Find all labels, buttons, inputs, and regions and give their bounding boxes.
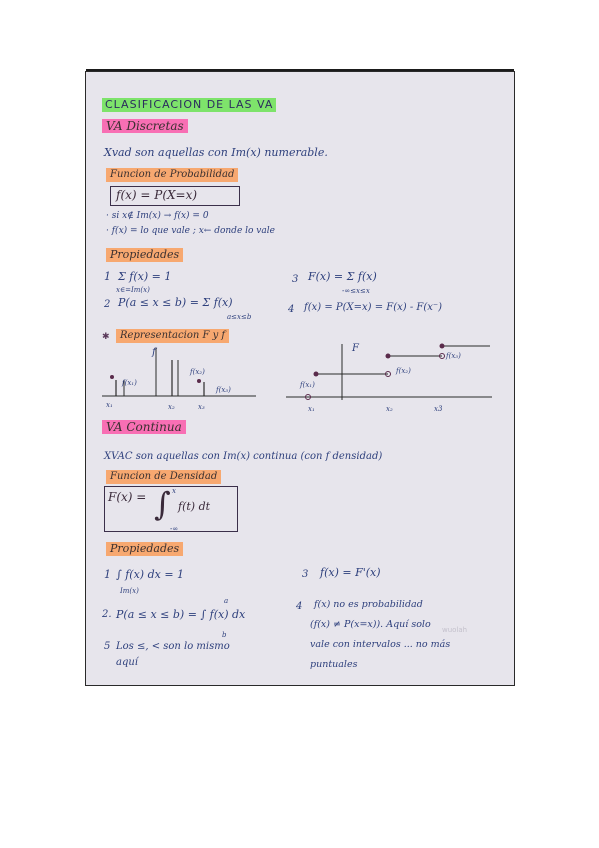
prop-c4-line4: puntuales (310, 659, 358, 670)
formula-probabilidad: f(x) = P(X=x) (116, 188, 198, 202)
formula-densidad-body: f(t) dt (178, 500, 211, 513)
discretas-note-2: · f(x) = lo que vale ; x← donde lo vale (106, 226, 275, 236)
prop-c3: f(x) = F'(x) (320, 566, 381, 579)
prop-c2-upper: a (224, 597, 229, 605)
funcion-densidad-heading: Funcion de Densidad (106, 470, 222, 484)
prop-c1: ∫ f(x) dx = 1 (116, 568, 185, 581)
prop-c2-lower: b (222, 631, 227, 639)
propiedades-heading-discretas: Propiedades (106, 248, 184, 262)
formula-densidad-lhs: F(x) = (108, 490, 147, 504)
prop-d2-number: 2 (104, 299, 111, 310)
graph-f-fx1: f(x₁) (122, 379, 137, 387)
prop-d1-number: 1 (104, 270, 111, 283)
formula-densidad-upper: x (172, 487, 176, 495)
prop-d3-sub: -∞≤x≤x (342, 287, 370, 295)
section-heading-continua: VA Continua (102, 420, 186, 434)
prop-d4: f(x) = P(X=x) = F(x) - F(x⁻) (304, 302, 443, 313)
discretas-note-1: · si x∉ Im(x) → f(x) = 0 (106, 211, 209, 221)
prop-c5-line1: Los ≤, < son lo mismo (116, 641, 230, 652)
prop-d1-sub: x∈=Im(x) (116, 286, 150, 294)
watermark: wuolah (442, 626, 468, 634)
graph-f-label: f (152, 347, 156, 358)
prop-c2-number: 2. (102, 609, 112, 620)
prop-c5-number: 5 (104, 641, 111, 652)
prop-c1-sub: Im(x) (120, 587, 139, 595)
prop-d3-number: 3 (292, 274, 299, 285)
graph-f-fx3: f(x₃) (216, 386, 231, 394)
representacion-heading: Representacion F y f (116, 329, 230, 343)
graph-f-x3: x₃ (198, 403, 205, 411)
formula-densidad-lower: -∞ (170, 525, 179, 533)
graph-f-fx2: f(x₂) (190, 368, 205, 376)
formula-box-probabilidad (110, 186, 240, 206)
prop-d2-sub: a≤x≤b (227, 313, 252, 321)
notebook-page: CLASIFICACION DE LAS VA VA Discretas Xva… (86, 72, 514, 685)
prop-d2: P(a ≤ x ≤ b) = Σ f(x) (118, 296, 233, 309)
prop-c4-line3: vale con intervalos ... no más (310, 639, 451, 650)
graph-f-discrete (102, 348, 256, 397)
prop-c4-line2: (f(x) ≠ P(x=x)). Aquí solo (310, 619, 431, 630)
funcion-probabilidad-heading: Funcion de Probabilidad (106, 168, 239, 182)
graph-F-step (286, 343, 492, 400)
graph-F-x1: x₁ (308, 405, 315, 413)
prop-d3: F(x) = Σ f(x) (308, 270, 377, 283)
graph-f-x1: x₁ (106, 401, 113, 409)
prop-c2: P(a ≤ x ≤ b) = ∫ f(x) dx (116, 608, 246, 621)
page-title: CLASIFICACION DE LAS VA (102, 98, 277, 112)
graph-F-label: F (352, 343, 359, 354)
integral-sign-icon: ∫ (154, 485, 171, 523)
bullet-icon: ✱ (102, 332, 110, 342)
prop-c1-number: 1 (104, 568, 111, 581)
propiedades-heading-continua: Propiedades (106, 542, 184, 556)
graph-F-x3: x3 (434, 405, 443, 413)
graph-F-fx3: f(x₃) (446, 352, 461, 360)
formula-box-densidad (104, 486, 238, 532)
prop-d4-number: 4 (288, 304, 295, 315)
prop-c3-number: 3 (302, 569, 309, 580)
discretas-intro: Xvad son aquellas con Im(x) numerable. (104, 146, 328, 159)
prop-c4-number: 4 (296, 601, 303, 612)
prop-d1: Σ f(x) = 1 (118, 270, 172, 283)
section-heading-discretas: VA Discretas (102, 119, 188, 133)
graph-F-fx2: f(x₂) (396, 367, 411, 375)
graph-f-x2: x₂ (168, 403, 175, 411)
prop-c4-line1: f(x) no es probabilidad (314, 599, 423, 610)
graph-F-x2: x₂ (386, 405, 393, 413)
continua-intro: XVAC son aquellas con Im(x) continua (co… (104, 451, 383, 462)
prop-c5-line2: aquí (116, 657, 139, 668)
graph-F-fx1: f(x₁) (300, 381, 315, 389)
